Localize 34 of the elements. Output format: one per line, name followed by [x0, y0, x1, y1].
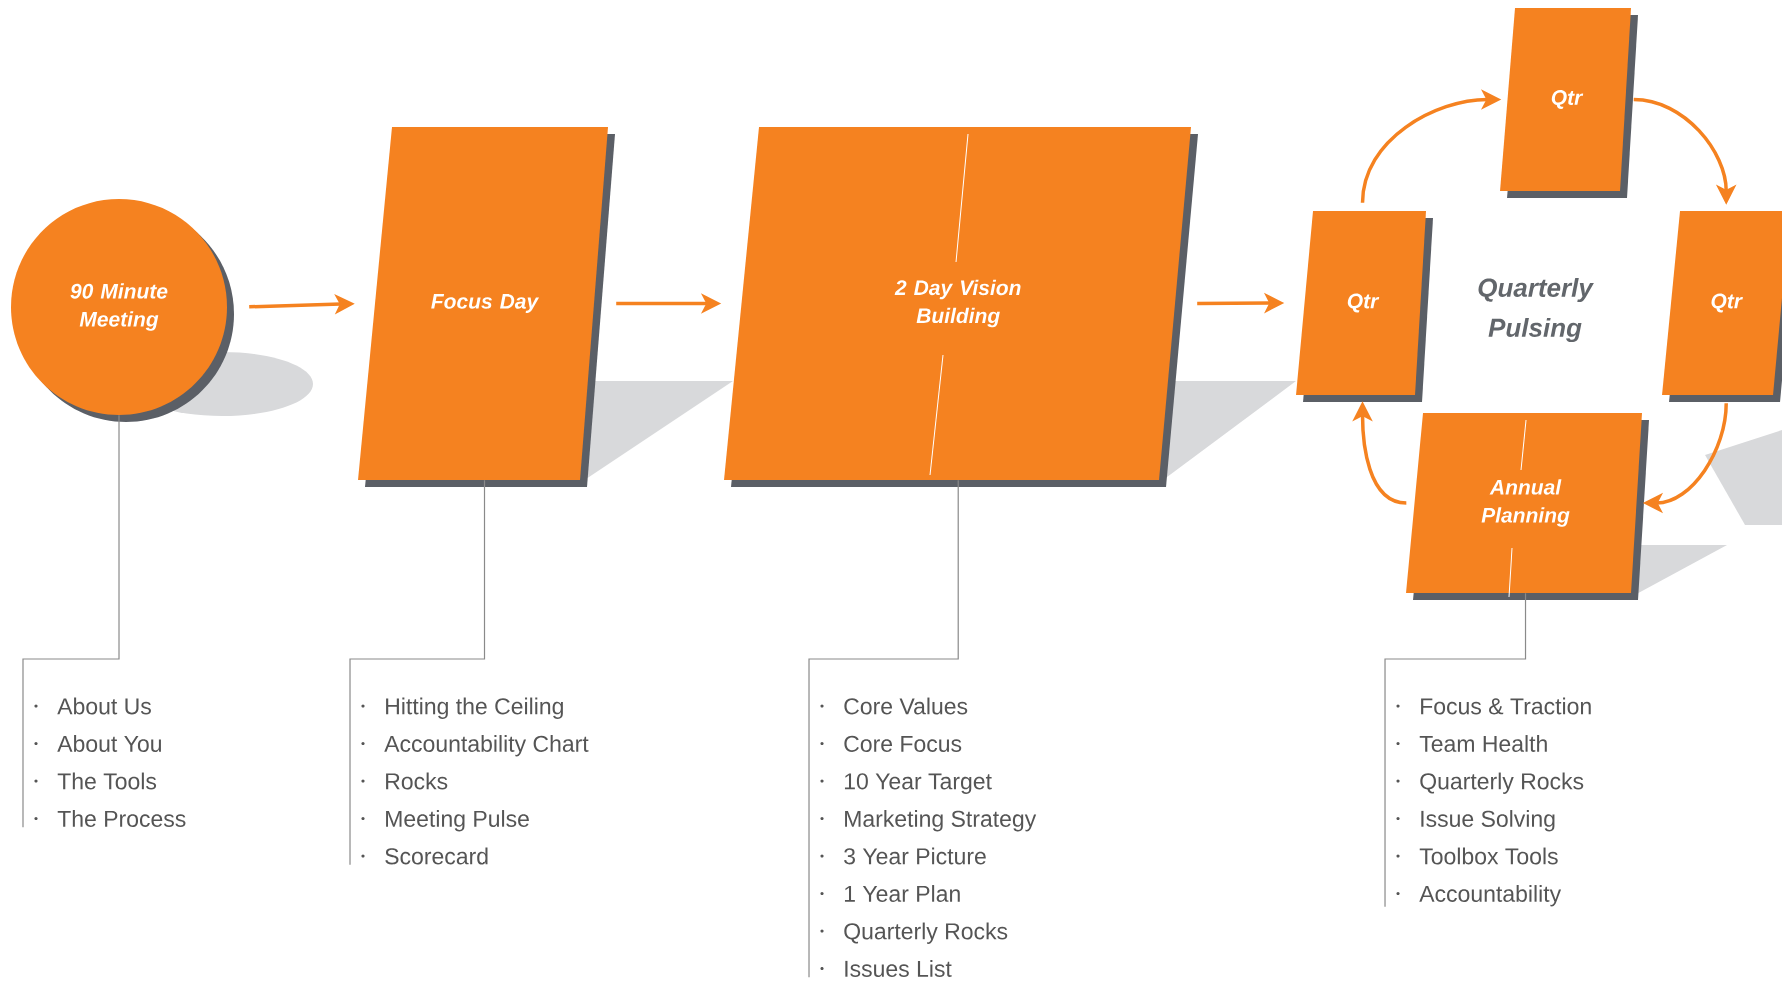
list-item: Focus & Traction: [1421, 697, 1591, 715]
parallelogram-box: Annual Planning: [1406, 413, 1649, 600]
list-item: 1 Year Plan: [844, 885, 960, 902]
list-item: Meeting Pulse: [386, 810, 529, 832]
heading-text: Quarterly Pulsing: [1478, 277, 1594, 343]
list-item: Hitting the Ceiling: [386, 697, 563, 719]
list-item: Accountability Chart: [384, 735, 589, 757]
list-item: The Tools: [57, 772, 157, 790]
leader-line: [349, 479, 486, 866]
leader-line: [22, 414, 120, 828]
parallelogram-box: Focus Day: [358, 127, 615, 487]
list-item: Quarterly Rocks: [844, 922, 1008, 944]
list-item: Accountability: [1419, 885, 1562, 907]
list-item: Rocks: [386, 772, 448, 790]
leader-line: [1384, 592, 1527, 908]
parallelogram-box: Qtr: [1662, 211, 1782, 402]
list-item: Marketing Strategy: [845, 810, 1037, 832]
list-item: Quarterly Rocks: [1420, 772, 1584, 794]
parallelogram-box: 2 Day Vision Building: [724, 127, 1198, 487]
list-item: Core Values: [844, 697, 968, 715]
list-item: Toolbox Tools: [1419, 847, 1558, 865]
parallelogram-box: Qtr: [1296, 211, 1433, 402]
list-item: The Process: [57, 810, 186, 827]
list-item: Team Health: [1419, 735, 1547, 752]
list-item: 3 Year Picture: [844, 847, 986, 865]
list-item: About You: [57, 735, 161, 752]
list-item: Scorecard: [385, 847, 488, 865]
list-item: Issues List: [845, 960, 952, 977]
list-item: 10 Year Target: [844, 773, 992, 794]
leader-line: [808, 479, 959, 978]
list-item: Core Focus: [844, 735, 962, 752]
list-item: About Us: [57, 697, 151, 715]
parallelogram-box: Qtr: [1500, 8, 1638, 198]
list-item: Issue Solving: [1421, 810, 1555, 832]
